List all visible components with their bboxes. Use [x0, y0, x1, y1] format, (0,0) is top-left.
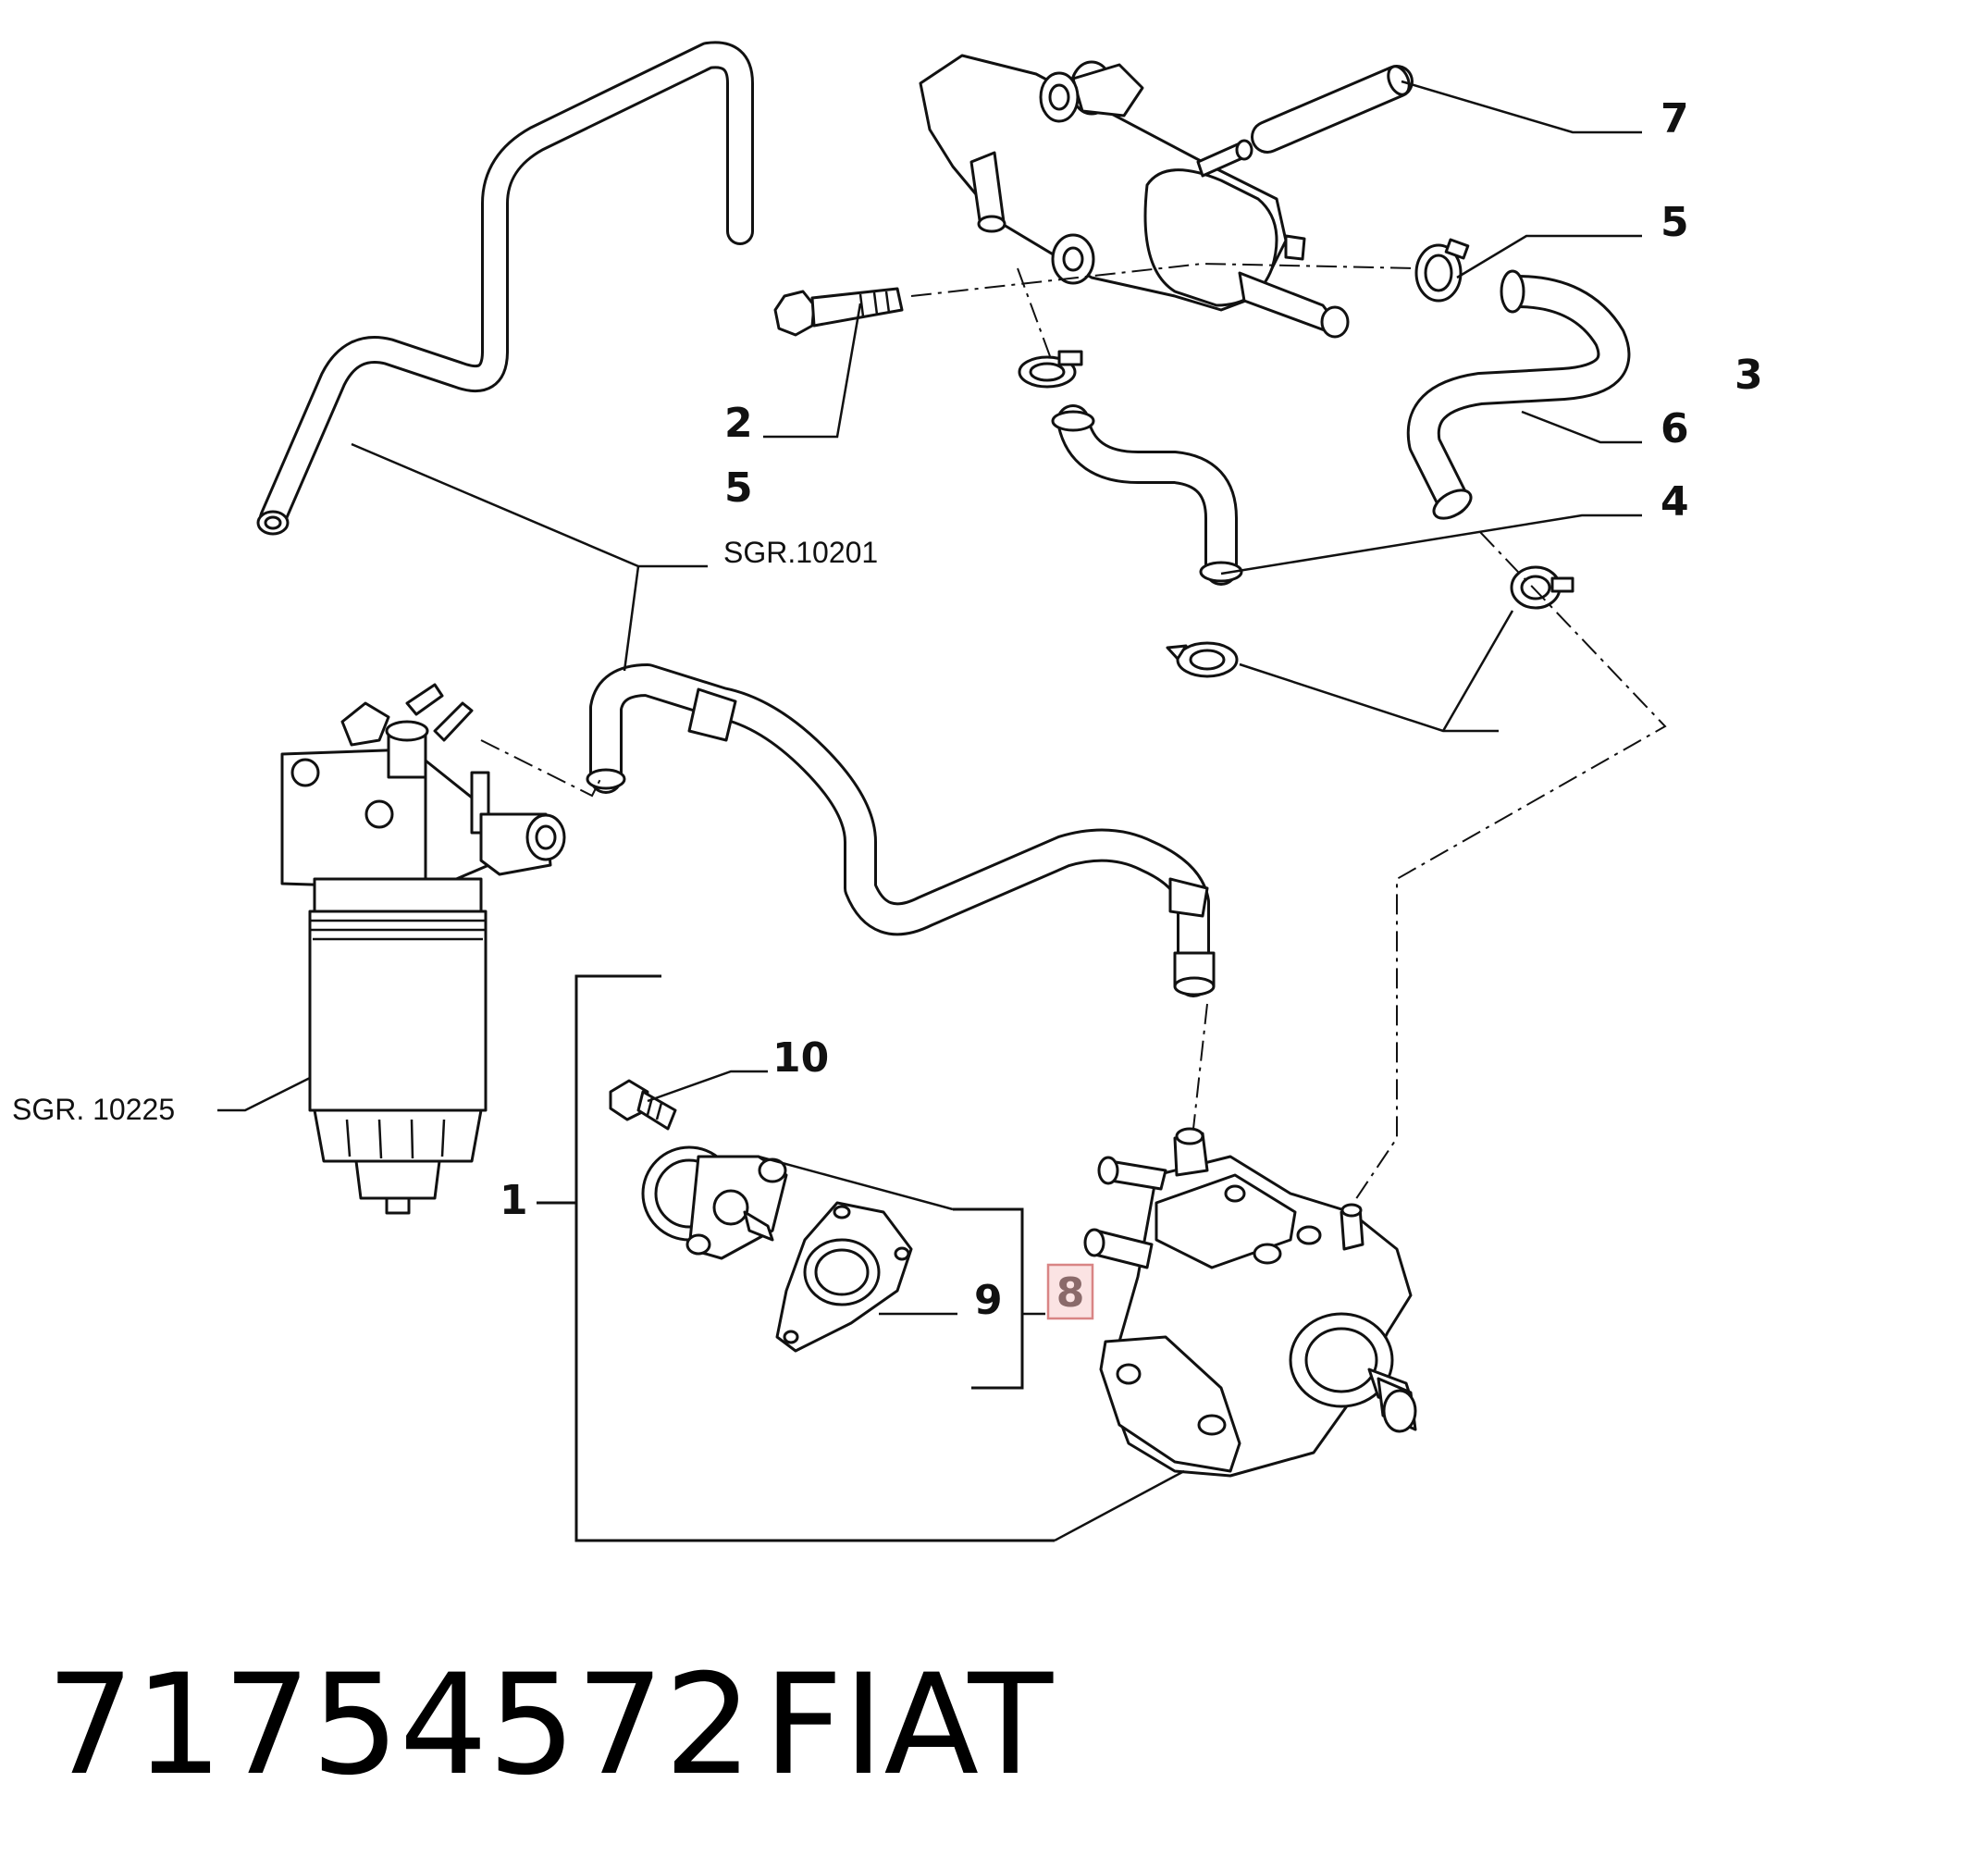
callout-5-top: 5: [1661, 199, 1689, 246]
callout-5-left: 5: [724, 464, 753, 512]
short-straight-hose: [1251, 65, 1414, 154]
filter-hose-link: [480, 739, 602, 798]
pressure-regulator: [641, 1145, 788, 1260]
pump-supply-line: [1192, 1003, 1208, 1130]
high-pressure-pump: [1083, 1127, 1417, 1478]
callout-9: 9: [974, 1277, 1003, 1324]
hose-clamp-mid: [1018, 350, 1083, 389]
ref-sgr-10201: SGR.10201: [723, 536, 878, 569]
callout-7: 7: [1661, 95, 1689, 142]
hose-clamp-top: [1414, 238, 1470, 303]
fuel-manifold: [919, 54, 1350, 339]
curved-hose-4: [1051, 404, 1243, 586]
bracket-assembly-1: [574, 974, 1055, 1542]
callout-2: 2: [724, 400, 753, 447]
hose-clamp-left: [1166, 641, 1239, 678]
callout-10: 10: [772, 1034, 829, 1082]
bolt-axis-line: [910, 262, 1416, 297]
clamp-axis-line: [1017, 267, 1051, 357]
callout-3: 3: [1735, 352, 1763, 399]
bracket-kit-8: [953, 1207, 1024, 1390]
callout-6: 6: [1661, 405, 1689, 452]
brand-name: FIAT: [763, 1645, 1054, 1806]
hose-clamp-right: [1510, 565, 1574, 610]
gasket-9: [775, 1201, 913, 1353]
return-hose: [256, 41, 754, 536]
callout-8: 8: [1056, 1269, 1085, 1317]
callout-4: 4: [1661, 478, 1689, 526]
part-number: 71754572: [46, 1645, 753, 1806]
supply-hose: [586, 663, 1216, 997]
pump-return-line: [1352, 531, 1667, 1204]
callout-8-highlight[interactable]: 8: [1046, 1263, 1094, 1320]
fuel-filter: [280, 683, 566, 1215]
ref-sgr-10225: SGR. 10225: [12, 1093, 175, 1126]
curved-hose-6: [1406, 269, 1631, 520]
bolt: [773, 287, 904, 337]
leader-lines: [217, 80, 1642, 1542]
screw-10: [609, 1079, 677, 1131]
callout-1: 1: [500, 1177, 528, 1224]
